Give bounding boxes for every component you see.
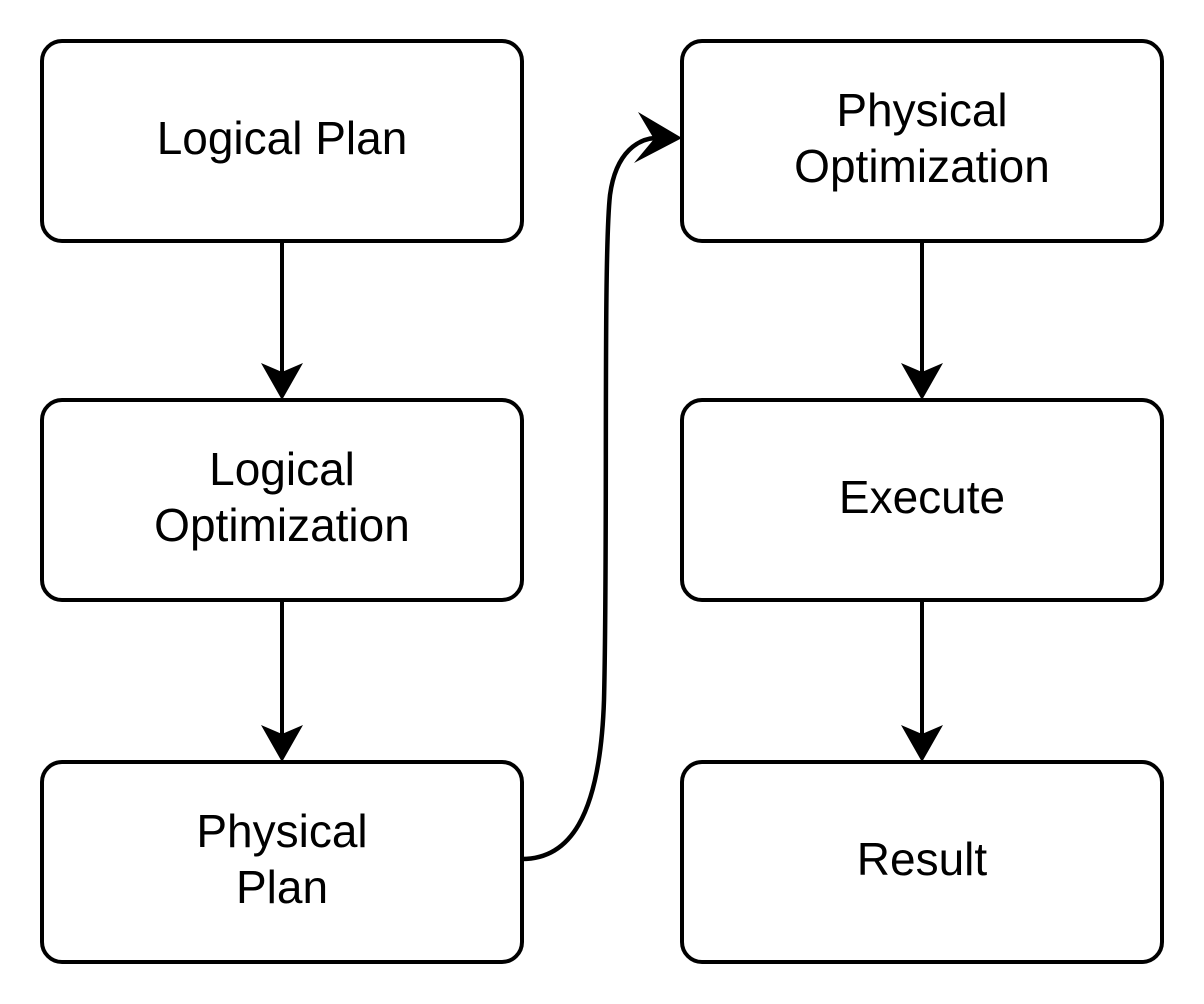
edge-physical-optimization-to-execute	[901, 241, 943, 400]
node-label: Execute	[839, 471, 1005, 523]
edge-physical-plan-to-physical-optimization	[521, 112, 682, 862]
node-label-line-1: Logical	[209, 443, 355, 495]
arrowhead-down-icon	[261, 363, 303, 400]
arrowhead-right-icon	[634, 112, 682, 163]
node-logical-optimization[interactable]: Logical Optimization	[40, 398, 524, 602]
node-physical-plan[interactable]: Physical Plan	[40, 760, 524, 964]
node-shape[interactable]	[40, 760, 524, 964]
node-label-line-2: Optimization	[154, 499, 410, 551]
node-label-line-2: Plan	[236, 861, 328, 913]
edge-execute-to-result	[901, 602, 943, 762]
edge-logical-plan-to-logical-optimization	[261, 241, 303, 400]
edge-logical-optimization-to-physical-plan	[261, 602, 303, 762]
node-label-line-1: Physical	[196, 805, 367, 857]
node-result[interactable]: Result	[680, 760, 1164, 964]
node-shape[interactable]	[680, 398, 1164, 602]
edge-curve	[521, 135, 656, 862]
node-label: Result	[857, 833, 988, 885]
node-shape[interactable]	[680, 39, 1164, 243]
arrowhead-down-icon	[901, 363, 943, 400]
node-shape[interactable]	[680, 760, 1164, 964]
arrowhead-down-icon	[901, 725, 943, 762]
node-label: Logical Plan	[157, 112, 408, 164]
node-logical-plan[interactable]: Logical Plan	[40, 39, 524, 243]
node-execute[interactable]: Execute	[680, 398, 1164, 602]
node-label-line-1: Physical	[836, 84, 1007, 136]
node-shape[interactable]	[40, 39, 524, 243]
node-physical-optimization[interactable]: Physical Optimization	[680, 39, 1164, 243]
node-shape[interactable]	[40, 398, 524, 602]
node-label-line-2: Optimization	[794, 140, 1050, 192]
arrowhead-down-icon	[261, 725, 303, 762]
